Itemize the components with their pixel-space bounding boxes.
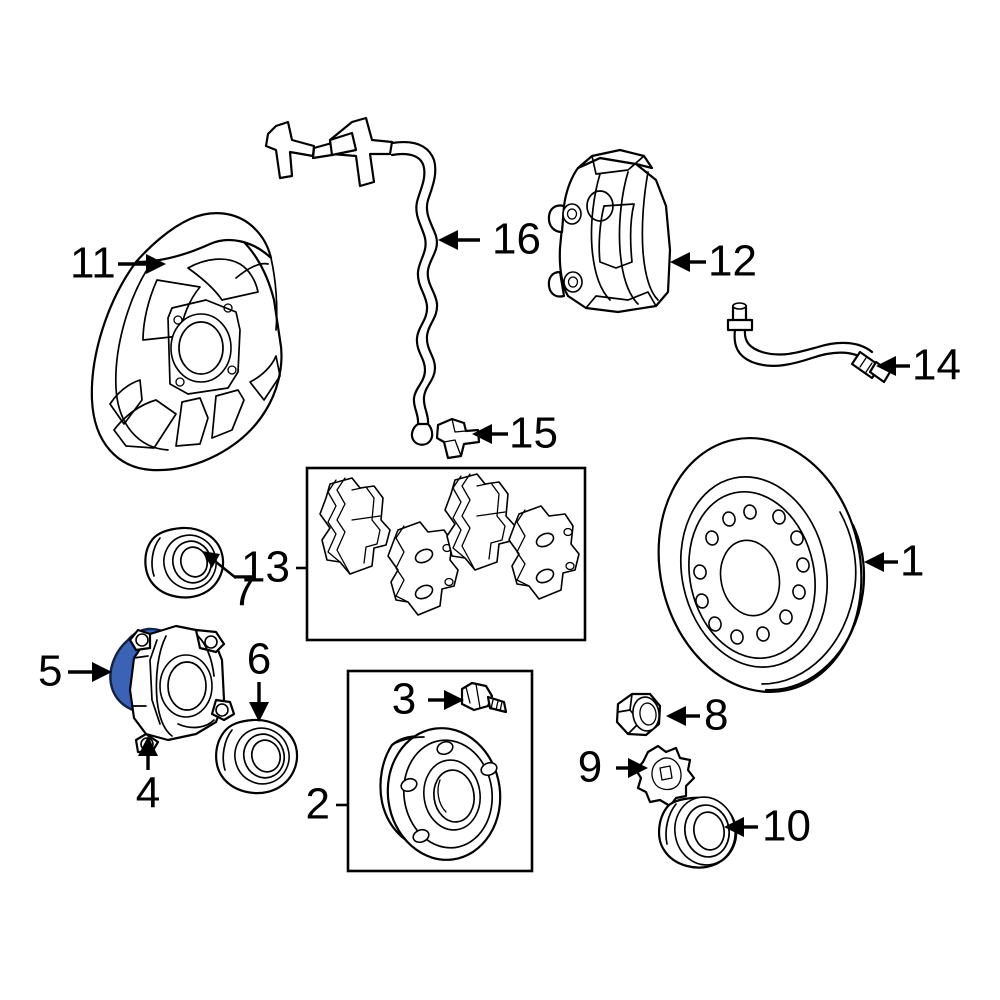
part-lock-washer-retainer[interactable] <box>634 744 696 808</box>
part-wheel-hub[interactable] <box>379 721 508 867</box>
callout-label-8: 8 <box>704 691 728 740</box>
grouping-box-brake-pads <box>305 466 587 642</box>
part-brake-pad-set[interactable] <box>319 473 580 616</box>
callout-leader-15 <box>472 424 508 444</box>
grouping-box-wheel-hub <box>346 669 534 873</box>
callout-label-10: 10 <box>762 802 811 851</box>
callout-label-15: 15 <box>509 409 558 458</box>
callout-leader-9 <box>616 758 648 778</box>
callout-label-9: 9 <box>578 743 602 792</box>
callout-leader-16 <box>438 230 480 250</box>
callout-label-16: 16 <box>492 215 541 264</box>
part-inner-wheel-bearing[interactable] <box>215 718 299 795</box>
part-spindle-hex-nut[interactable] <box>615 692 662 737</box>
part-abs-wheel-speed-sensor-harness[interactable] <box>264 116 439 446</box>
callout-label-11: 11 <box>70 239 116 288</box>
callout-label-14: 14 <box>912 341 961 390</box>
part-brake-caliper[interactable] <box>547 148 672 314</box>
callout-label-3: 3 <box>392 675 416 724</box>
callout-label-1: 1 <box>900 537 924 586</box>
callout-leader-14 <box>876 356 910 376</box>
part-brake-dust-shield-backing-plate[interactable] <box>90 212 283 472</box>
callout-leader-3 <box>428 690 464 710</box>
callout-label-7: 7 <box>232 567 256 616</box>
part-grease-dust-cap[interactable] <box>658 792 740 869</box>
callout-label-2: 2 <box>306 780 330 829</box>
callout-label-12: 12 <box>708 237 757 286</box>
callout-leader-11 <box>118 254 166 274</box>
callout-leader-7 <box>202 551 237 580</box>
callout-label-13: 13 <box>241 543 290 592</box>
part-wheel-hub-stud-bolt[interactable] <box>460 681 508 714</box>
part-abs-sensor-bracket-clip[interactable] <box>435 417 481 460</box>
part-steering-knuckle[interactable] <box>128 624 236 754</box>
callout-leader-12 <box>670 252 706 272</box>
callout-leader-8 <box>666 706 700 726</box>
callout-label-4: 4 <box>136 769 160 818</box>
callout-label-5: 5 <box>38 647 62 696</box>
part-brake-hydraulic-hose[interactable] <box>726 302 892 384</box>
callout-leader-1 <box>864 552 898 572</box>
callout-leader-5 <box>68 662 112 682</box>
callout-leader-4 <box>138 736 158 770</box>
callout-leader-6 <box>249 682 269 722</box>
part-brake-rotor-disc[interactable] <box>636 419 885 711</box>
callout-leader-10 <box>724 817 758 837</box>
callout-label-6: 6 <box>247 635 271 684</box>
